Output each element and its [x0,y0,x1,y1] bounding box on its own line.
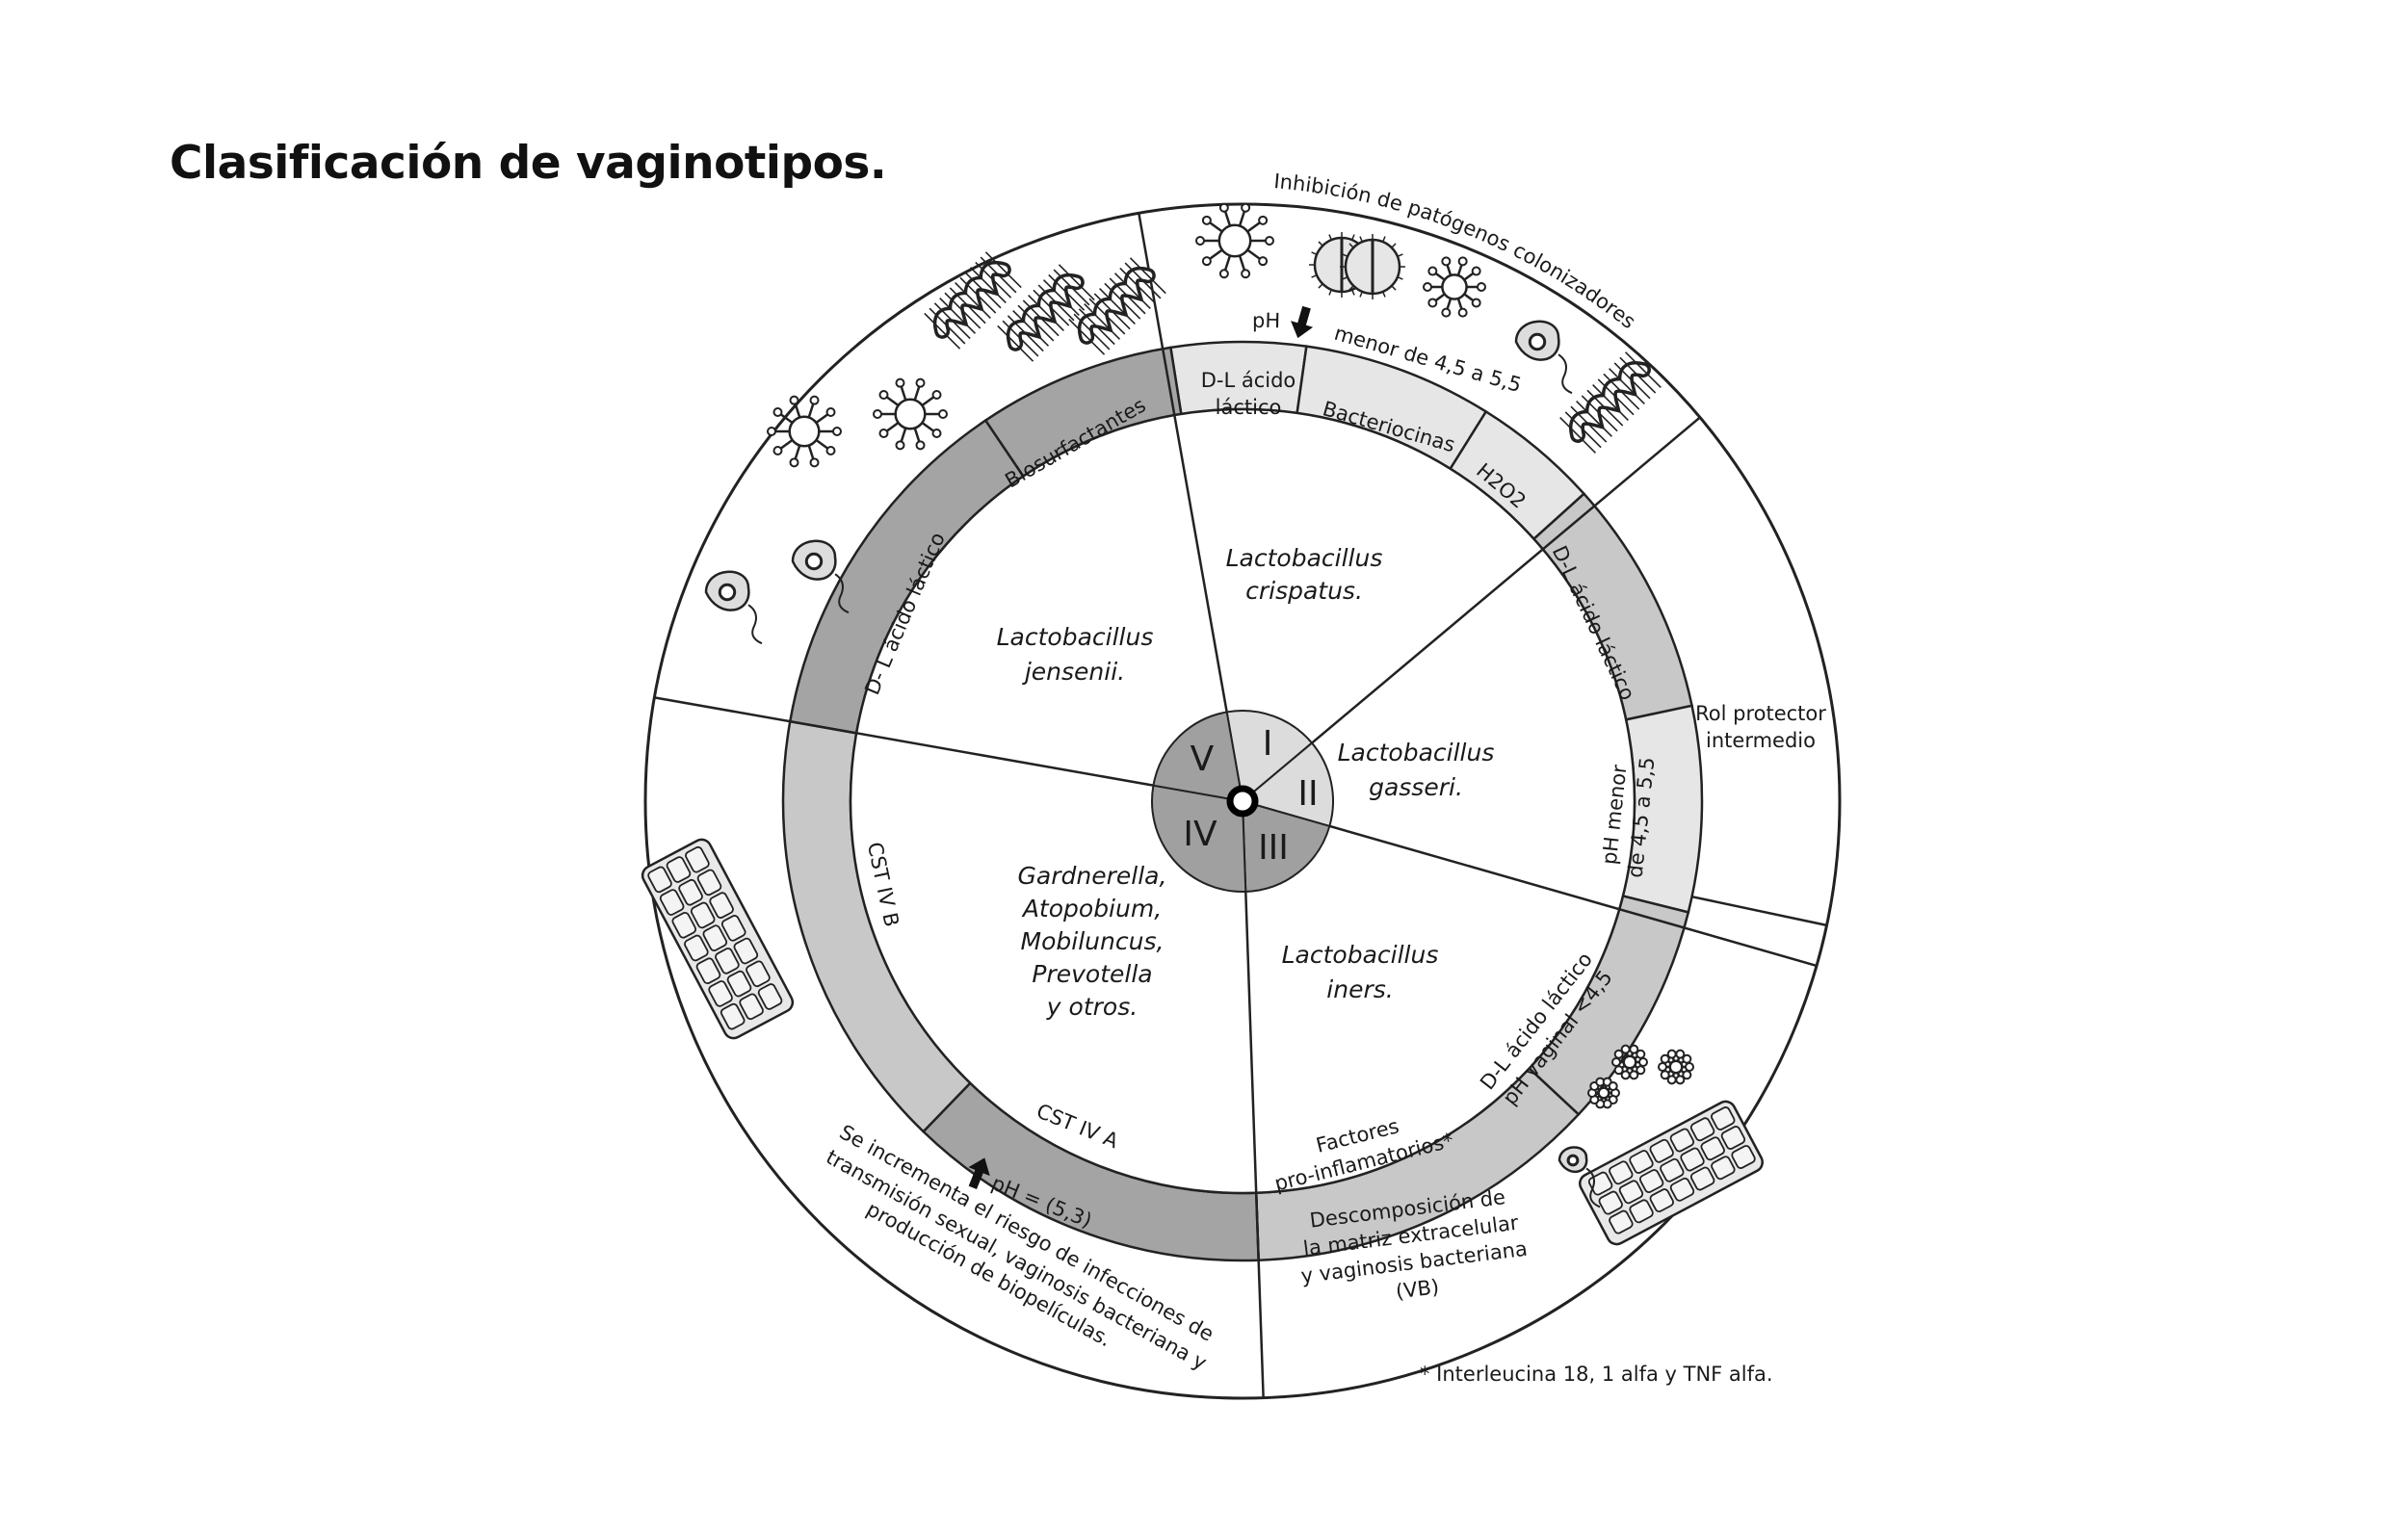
sector-divider-3 [1241,800,1265,1398]
footnote: * Interleucina 18, 1 alfa y TNF alfa. [1420,1363,1773,1386]
arrow-down-icon [1291,305,1314,339]
sector-ii-label: Lactobacillus gasseri. [1338,739,1495,801]
svg-text:Atopobium,: Atopobium, [1021,895,1162,922]
sector-iv-label: Gardnerella, Atopobium, Mobiluncus, Prev… [1018,862,1167,1021]
sector-v-label: Lactobacillus jensenii. [997,623,1154,686]
hub-numeral-v: V [1191,740,1215,779]
hub-wedge-iv [1151,784,1247,893]
hub-wedge-ii [1240,741,1334,828]
diatom-icon [1340,234,1405,299]
svg-text:Lactobacillus: Lactobacillus [997,623,1154,651]
hub-numeral-iv: IV [1183,815,1217,854]
svg-text:crispatus.: crispatus. [1245,577,1363,605]
svg-text:láctico: láctico [1216,396,1282,419]
epithelium-icon [1579,1100,1764,1246]
svg-text:Mobiluncus,: Mobiluncus, [1021,927,1165,955]
svg-text:gasseri.: gasseri. [1369,773,1463,801]
sector-divider-2 [1242,799,1818,968]
hub-numeral-ii: II [1297,774,1318,814]
amoeba-icon [704,570,763,645]
outer-divider [1691,895,1827,927]
page-title: Clasificación de vaginotipos. [170,137,887,190]
sector-divider-1 [1242,416,1701,802]
virus-icon [767,395,842,468]
svg-text:D-L ácido: D-L ácido [1201,369,1296,392]
virus-icon [1195,202,1274,279]
spirochete-icon [997,264,1095,362]
svg-text:Prevotella: Prevotella [1032,960,1152,988]
hub-wedge-i [1225,710,1314,803]
virus-icon [1587,1077,1620,1109]
outer-ph-sector-i: pH [1252,309,1281,332]
icons-layer [641,202,1764,1246]
wheel-geometry [643,202,1842,1400]
amoeba-icon [791,539,850,614]
svg-text:Lactobacillus: Lactobacillus [1226,544,1383,572]
hub-numeral-iii: III [1258,828,1289,868]
svg-text:intermedio: intermedio [1706,729,1816,752]
epithelium-icon [641,838,795,1040]
outer-rol-protector: Rol protector intermedio [1695,702,1826,752]
amoeba-icon [1557,1146,1601,1208]
band-dl-acido-lactico-i: D-L ácido láctico [1201,369,1296,419]
virus-icon [873,377,948,451]
sector-i-label: Lactobacillus crispatus. [1226,544,1383,605]
svg-text:Rol protector: Rol protector [1695,702,1826,725]
hub-center-ring [1226,785,1259,818]
sector-divider-0 [1138,213,1244,802]
svg-text:Lactobacillus: Lactobacillus [1338,739,1495,766]
arrow-up-icon [968,1157,990,1189]
virus-icon [1423,256,1486,318]
svg-text:Lactobacillus: Lactobacillus [1282,941,1439,969]
virus-icon [1611,1044,1648,1080]
spirochete-icon [1559,351,1662,454]
amoeba-icon [1514,320,1573,395]
virus-icon [1658,1049,1694,1085]
sector-divider-4 [654,696,1243,803]
hub-numeral-i: I [1263,724,1273,764]
svg-text:jensenii.: jensenii. [1022,658,1125,686]
svg-text:Gardnerella,: Gardnerella, [1018,862,1167,890]
spirochete-icon [1068,257,1166,355]
svg-text:(VB): (VB) [1395,1275,1441,1303]
sector-iii-label: Lactobacillus iners. [1282,941,1439,1003]
hub-wedge-v [1152,711,1244,803]
spirochete-icon [924,251,1022,350]
svg-text:y otros.: y otros. [1046,993,1138,1021]
svg-text:iners.: iners. [1326,975,1393,1003]
hub-wedge-iii [1241,799,1331,893]
